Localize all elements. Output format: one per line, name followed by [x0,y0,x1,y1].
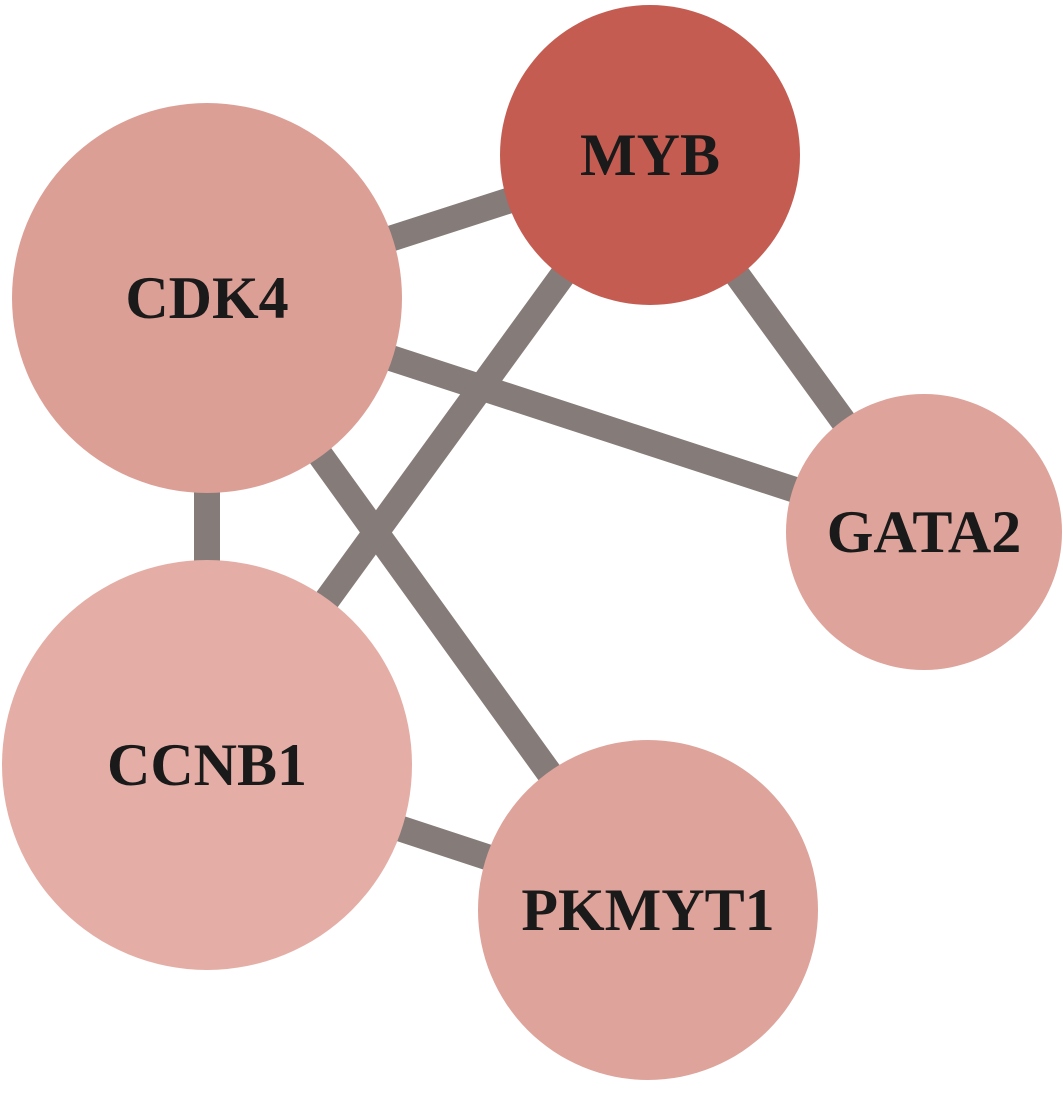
node-circle [786,394,1062,670]
node-pkmyt1: PKMYT1 [478,740,818,1080]
node-cdk4: CDK4 [12,103,402,493]
node-circle [478,740,818,1080]
node-circle [2,560,412,970]
node-ccnb1: CCNB1 [2,560,412,970]
node-label: GATA2 [827,499,1021,565]
node-circle [500,5,800,305]
node-circle [12,103,402,493]
node-myb: MYB [500,5,800,305]
node-label: PKMYT1 [521,877,774,943]
node-label: CDK4 [125,265,288,331]
node-gata2: GATA2 [786,394,1062,670]
node-label: MYB [580,122,720,188]
node-label: CCNB1 [107,732,307,798]
